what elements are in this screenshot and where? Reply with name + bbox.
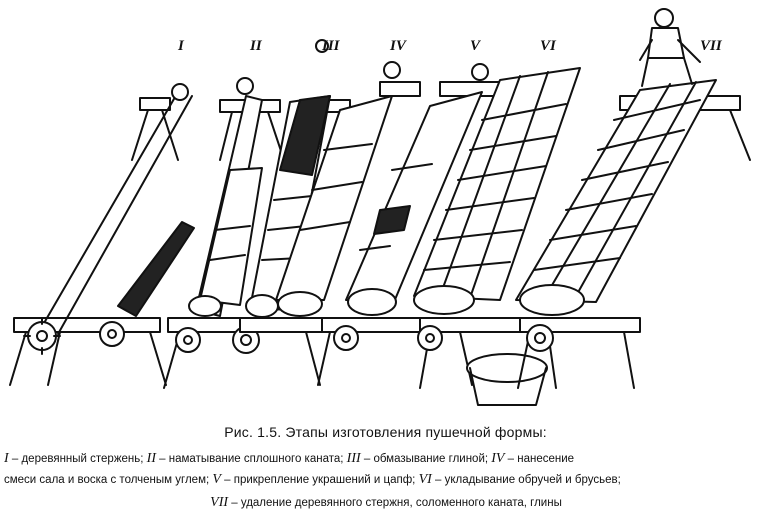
legend-text-3: – обмазывание глиной; xyxy=(360,453,492,465)
legend-text-7: – удаление деревянного стержня, соломенн… xyxy=(228,497,562,509)
cannon-mold-illustration xyxy=(9,8,751,406)
stage-2-rope-winding xyxy=(163,77,321,389)
stage-7-core-removal xyxy=(515,8,751,389)
legend-numeral-5: V xyxy=(212,473,221,487)
figure-caption: Рис. 1.5. Этапы изготовления пушечной фо… xyxy=(224,424,547,440)
stage-1-wooden-rod xyxy=(9,83,195,386)
stage-label-7: VII xyxy=(700,38,722,54)
worker-figure xyxy=(639,8,701,87)
stage-6-hoops-and-bars xyxy=(413,67,581,406)
stage-label-5: V xyxy=(470,38,481,54)
legend-numeral-7: VII xyxy=(210,496,229,510)
stage-label-4: IV xyxy=(390,38,406,54)
legend-line-3: VII – удаление деревянного стержня, соло… xyxy=(4,496,768,510)
legend-numeral-2: II xyxy=(146,452,156,466)
stage-3-clay-coating xyxy=(232,39,351,354)
legend-numeral-1: I xyxy=(4,452,9,466)
legend-text-4: – нанесение xyxy=(504,453,575,465)
legend-text-5: – прикрепление украшений и цапф; xyxy=(220,474,419,486)
legend-line-1: I – деревянный стержень; II – наматывани… xyxy=(4,452,768,466)
legend-numeral-3: III xyxy=(346,452,361,466)
legend-numeral-6: VI xyxy=(418,473,432,487)
stage-label-1: I xyxy=(178,38,184,54)
stage-label-3: III xyxy=(322,38,340,54)
legend-line-2: смеси сала и воска с толченым углем; V –… xyxy=(4,473,768,487)
stage-label-6: VI xyxy=(540,38,556,54)
legend-numeral-4: IV xyxy=(491,452,505,466)
stage-label-2: II xyxy=(250,38,262,54)
stage-4-wax-model xyxy=(239,61,421,333)
legend-text-1: – деревянный стержень; xyxy=(8,453,147,465)
legend-text-2: – наматывание сплошного каната; xyxy=(155,453,347,465)
legend-text-4-cont: смеси сала и воска с толченым углем; xyxy=(4,474,213,486)
legend-text-6: – укладывание обручей и брусьев; xyxy=(431,474,621,486)
